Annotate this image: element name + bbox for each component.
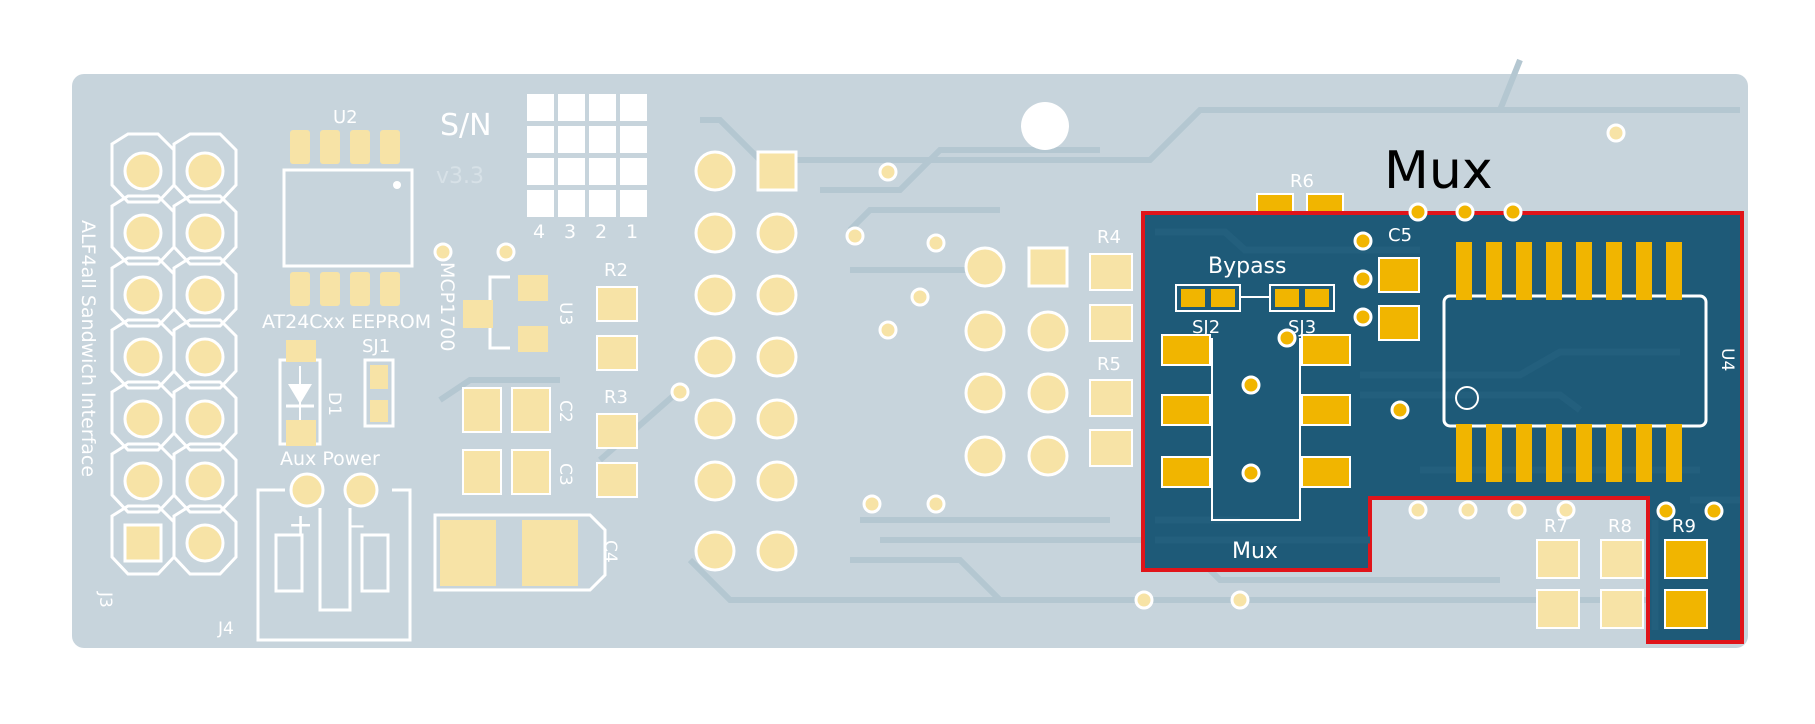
- j4-connector: [256, 488, 412, 642]
- r2-ref: R2: [604, 260, 628, 281]
- r3-ref: R3: [604, 387, 628, 408]
- serial-digit-3: 3: [564, 221, 576, 243]
- j4-plus-sign: +: [288, 508, 313, 543]
- r4-resistor: [1089, 253, 1133, 342]
- c5-capacitor: [1378, 257, 1420, 341]
- center-header-small: [964, 246, 1069, 477]
- r7-ref: R7: [1544, 516, 1568, 537]
- j3-ref: J3: [95, 591, 115, 608]
- r7-resistor: [1536, 539, 1580, 629]
- r3-resistor: [596, 413, 638, 498]
- c5-ref: C5: [1388, 225, 1412, 246]
- r5-resistor: [1089, 379, 1133, 467]
- serial-grid: [527, 94, 647, 217]
- r5-ref: R5: [1097, 354, 1121, 375]
- u4-ref: U4: [1717, 348, 1737, 371]
- serial-label: S/N: [440, 108, 492, 143]
- sj3-jumper: [1269, 284, 1335, 312]
- j4-ref: J4: [217, 619, 234, 639]
- mux-traces: [1155, 228, 1740, 630]
- c3-capacitor: [462, 449, 551, 495]
- bypass-label: Bypass: [1208, 254, 1286, 279]
- mux-callout-label: Mux: [1384, 141, 1493, 201]
- vias: [433, 123, 1626, 610]
- r2-resistor: [596, 286, 638, 371]
- r4-ref: R4: [1097, 227, 1121, 248]
- background-traces: [438, 58, 1740, 603]
- mux-ic-footprint: [1161, 334, 1351, 521]
- mux-vias: [1241, 202, 1724, 521]
- mounting-hole: [1021, 102, 1069, 150]
- center-header: [694, 150, 798, 572]
- r9-ref: R9: [1672, 516, 1696, 537]
- aux-power-label: Aux Power: [280, 448, 380, 470]
- j3-header: [110, 132, 238, 576]
- serial-digit-4: 4: [533, 221, 545, 243]
- r8-ref: R8: [1608, 516, 1632, 537]
- c4-ref: C4: [600, 540, 620, 563]
- u4-ic: [1442, 242, 1708, 482]
- d1-ref: D1: [324, 392, 344, 416]
- u2-ref: U2: [333, 107, 358, 128]
- c2-capacitor: [462, 387, 551, 433]
- c4-capacitor: [433, 513, 607, 592]
- eeprom-description: AT24Cxx EEPROM: [262, 311, 431, 333]
- serial-digit-1: 1: [626, 221, 638, 243]
- mux-footprint-label: Mux: [1232, 539, 1278, 564]
- j3-description: ALF4all Sandwich Interface: [77, 220, 99, 477]
- j4-pad-minus: [343, 472, 379, 508]
- sj2-ref: SJ2: [1192, 317, 1220, 338]
- sj1-ref: SJ1: [362, 336, 390, 357]
- u3-regulator: [463, 275, 548, 352]
- r9-resistor: [1664, 539, 1708, 629]
- c2-ref: C2: [555, 400, 575, 423]
- c3-ref: C3: [555, 463, 575, 486]
- d1-diode: [278, 340, 322, 446]
- r6-ref: R6: [1290, 171, 1314, 192]
- u2-eeprom-footprint: [282, 130, 414, 306]
- version-label: v3.3: [436, 164, 484, 189]
- regulator-part: MCP1700: [436, 262, 458, 351]
- mux-region: [1141, 211, 1744, 644]
- sj1-jumper: [363, 358, 395, 428]
- border-vias: [1408, 500, 1576, 520]
- serial-digit-2: 2: [595, 221, 607, 243]
- j4-minus-sign: –: [350, 508, 365, 543]
- sj3-ref: SJ3: [1288, 317, 1316, 338]
- u3-ref: U3: [555, 302, 575, 325]
- j4-pad-plus: [289, 472, 325, 508]
- r8-resistor: [1600, 539, 1644, 629]
